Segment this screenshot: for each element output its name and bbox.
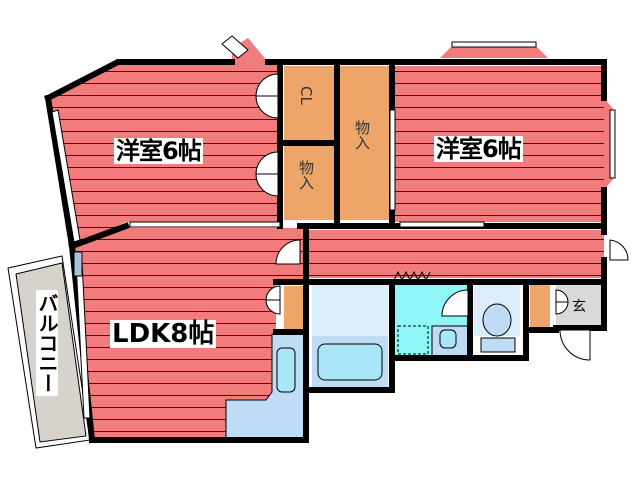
room-label-balcony: バルコニー xyxy=(35,290,59,396)
room-label-closet: CL xyxy=(297,86,315,105)
doors xyxy=(221,35,629,361)
kitchen-counter xyxy=(225,333,307,441)
room-label-entrance: 玄 xyxy=(572,299,586,315)
closet-area xyxy=(284,66,334,140)
bathroom xyxy=(312,284,388,388)
room-label-storage-center: 物入 xyxy=(353,120,371,150)
storage-left-area xyxy=(284,146,334,220)
room-label-storage-left: 物入 xyxy=(297,160,315,190)
room-label-ldk: LDK8帖 xyxy=(110,319,217,349)
toilet-room xyxy=(474,284,520,353)
room-label-western-right: 洋室6帖 xyxy=(434,135,523,163)
washroom xyxy=(394,280,469,357)
storage-center-area xyxy=(340,66,390,220)
corridor-floor xyxy=(306,230,604,278)
room-label-western-left: 洋室6帖 xyxy=(114,137,203,165)
windows xyxy=(51,41,616,419)
